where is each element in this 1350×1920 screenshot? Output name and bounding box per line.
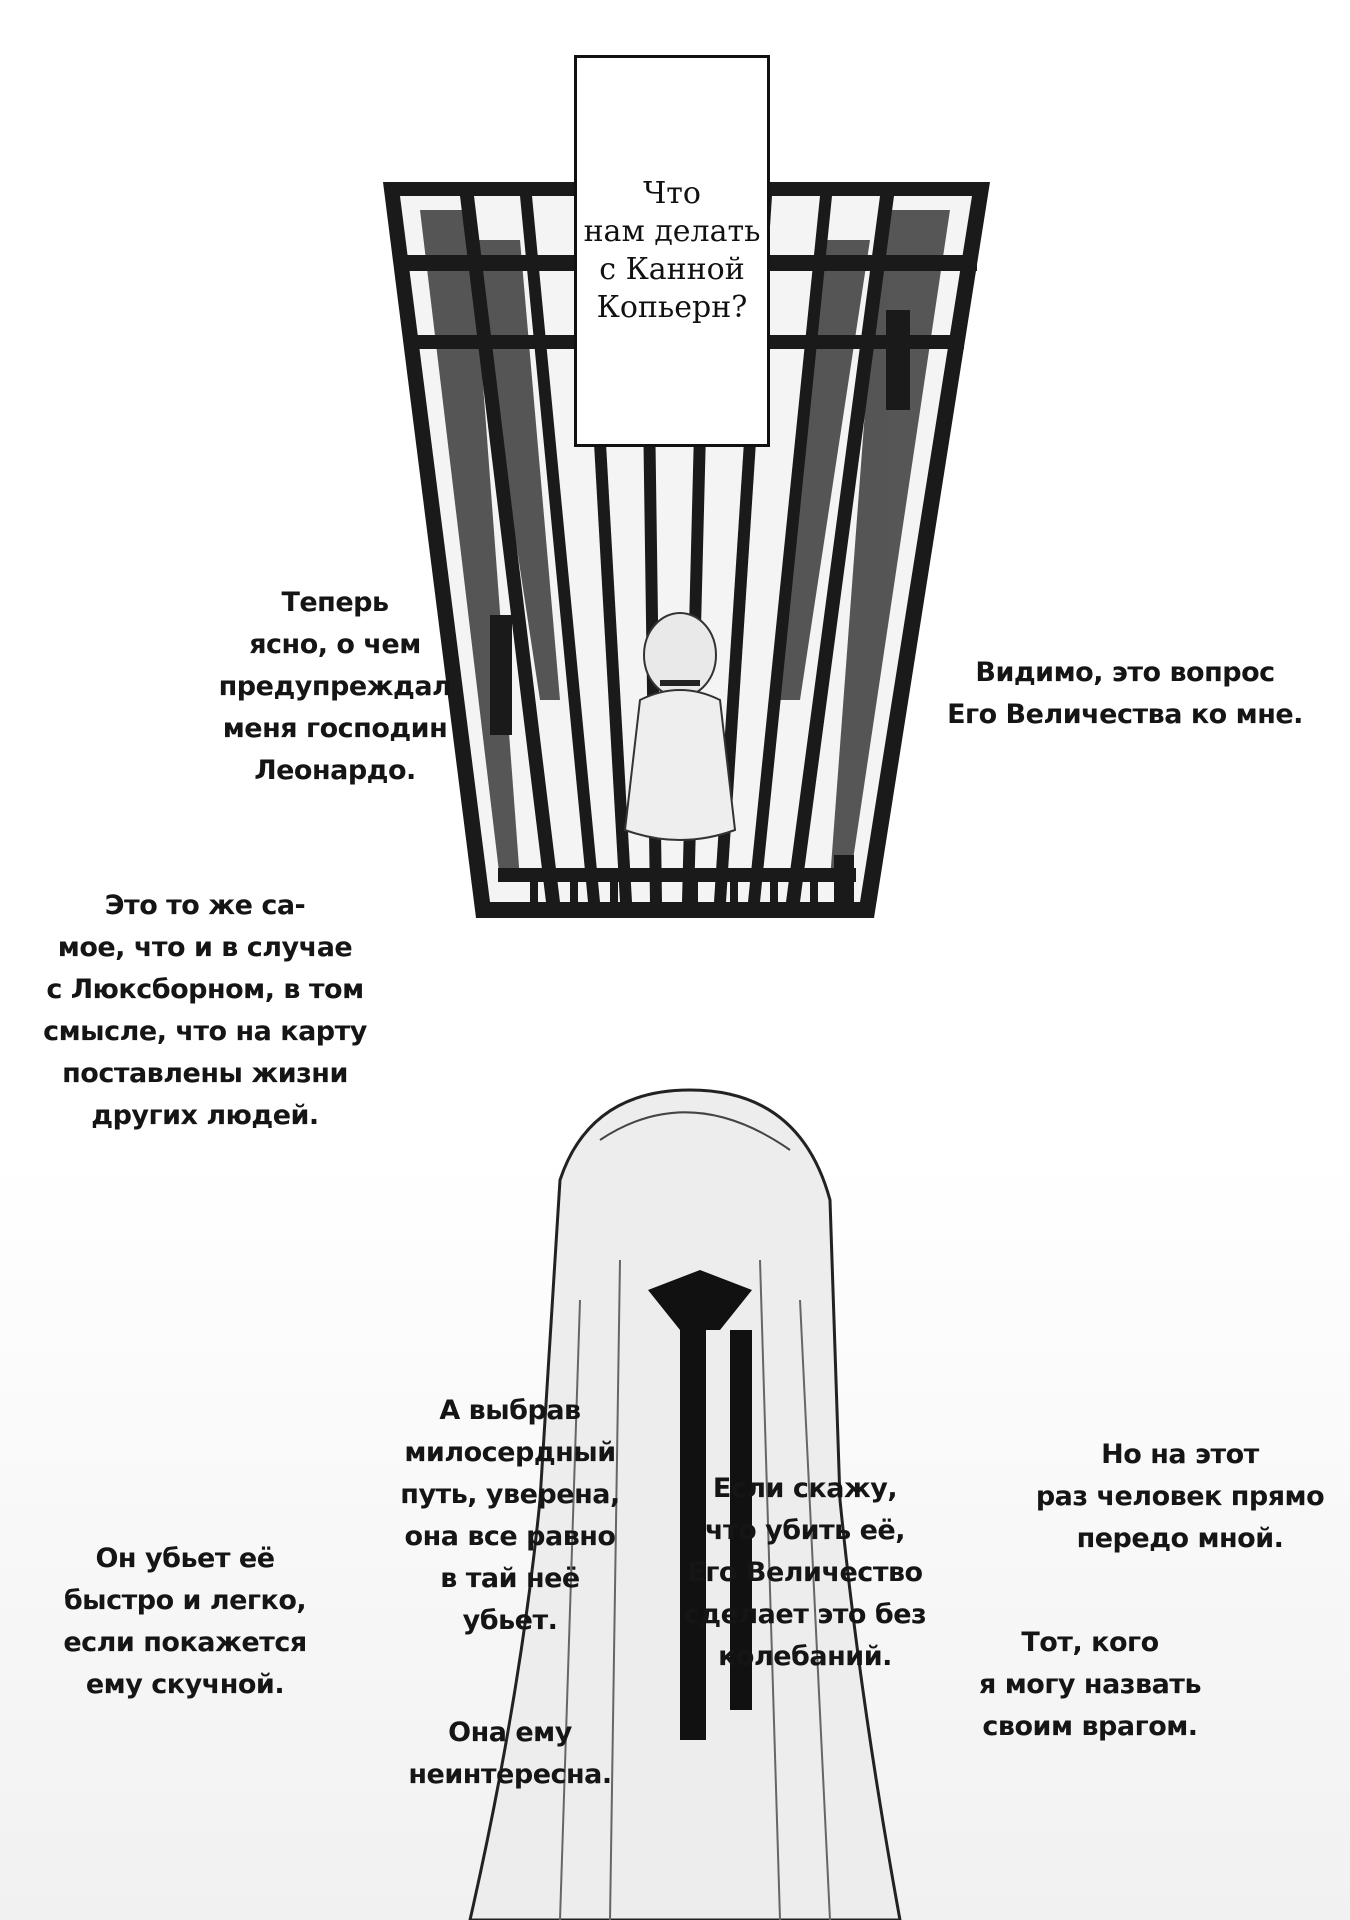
caption-if-i-say: Если скажу, что убить её, Его Величество… bbox=[683, 1473, 927, 1672]
caption-not-interesting: Она ему неинтересна. bbox=[408, 1717, 612, 1790]
prisoner-figure bbox=[623, 612, 737, 841]
caption-this-time: Но на этот раз человек прямо передо мной… bbox=[1035, 1439, 1325, 1554]
caption-merciful-path: А выбрав милосердный путь, уверена, она … bbox=[400, 1395, 620, 1636]
caption-majesty-question: Видимо, это вопрос Его Величества ко мне… bbox=[947, 657, 1303, 730]
girl-back-view bbox=[468, 1088, 902, 1920]
narration-text: Что нам делать с Канной Копьерн? bbox=[583, 176, 761, 325]
caption-same-as-luxborn: Это то же са- мое, что и в случае с Люкс… bbox=[43, 890, 367, 1131]
caption-leonardo: Теперь ясно, о чем предупреждал меня гос… bbox=[218, 587, 452, 786]
narration-box: Что нам делать с Канной Копьерн? bbox=[574, 55, 770, 447]
caption-enemy: Тот, кого я могу назвать своим врагом. bbox=[978, 1627, 1202, 1742]
caption-kills-quickly: Он убьет её быстро и легко, если покажет… bbox=[63, 1543, 307, 1700]
